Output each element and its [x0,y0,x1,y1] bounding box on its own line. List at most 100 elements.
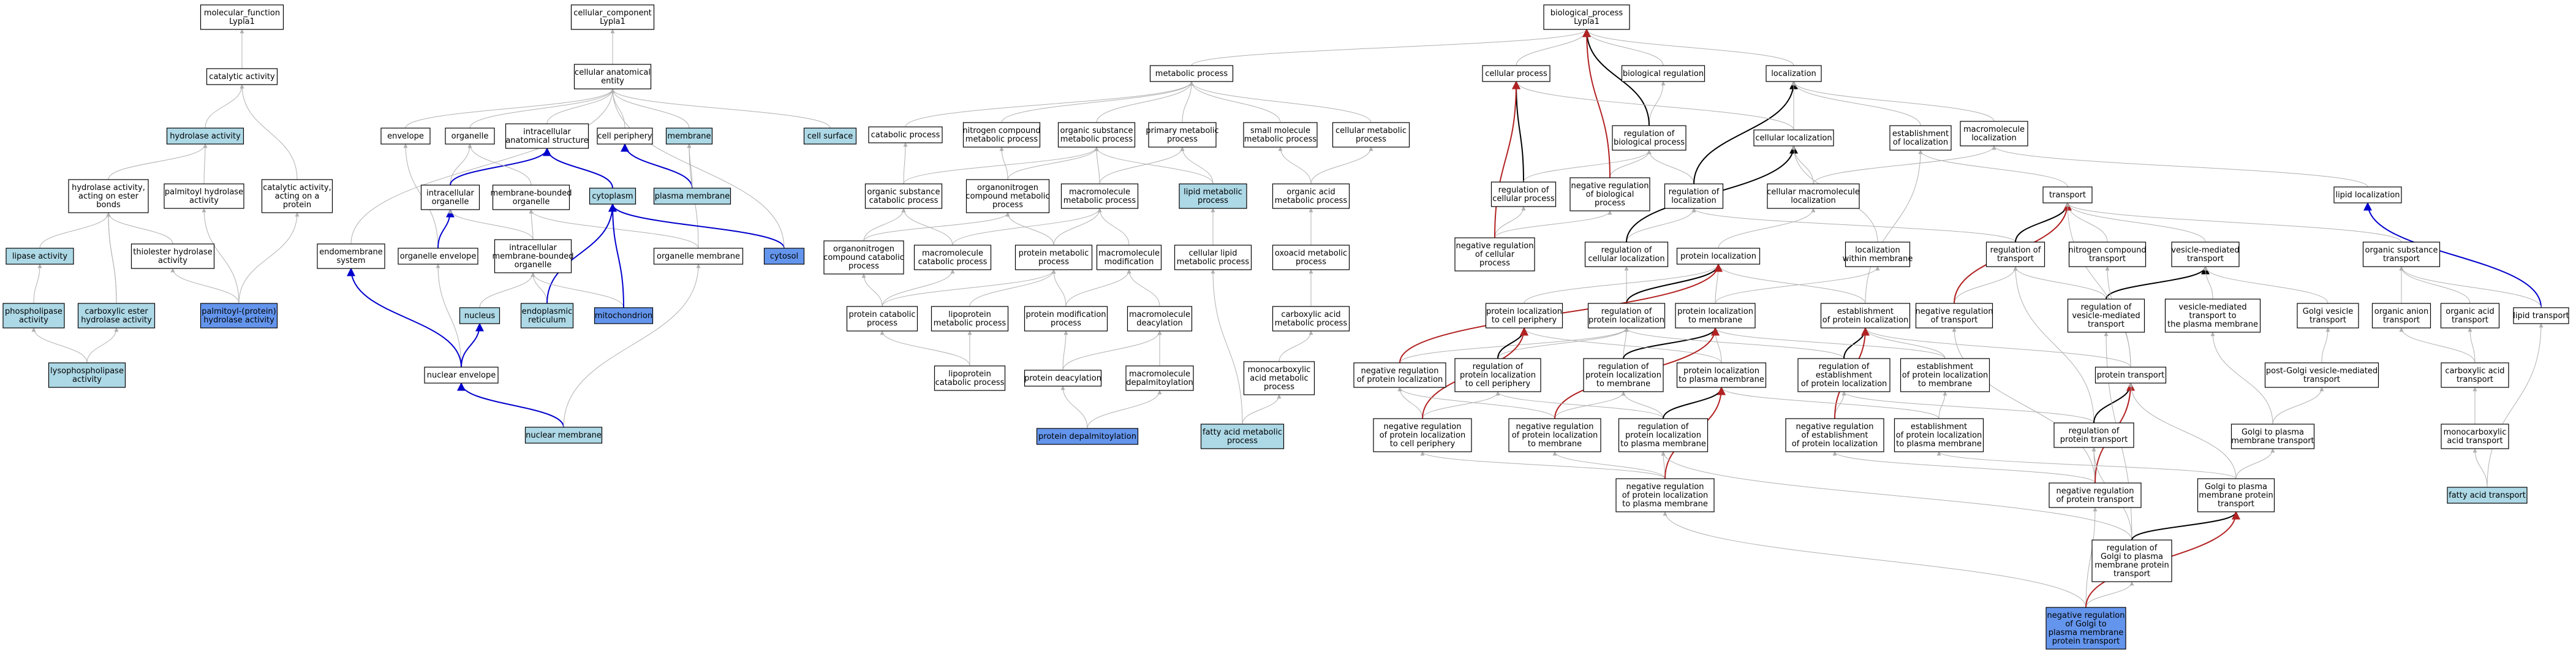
term-node-prot-loc[interactable]: protein localization [1676,248,1761,265]
term-node-prot-transport[interactable]: protein transport [2094,367,2167,384]
term-node-bio-reg[interactable]: biological regulation [1621,65,1705,82]
term-node-cell-periphery[interactable]: cell periphery [597,127,653,145]
term-node-transport[interactable]: transport [2042,186,2093,203]
term-node-nuc-mem[interactable]: nuclear membrane [524,427,603,444]
term-node-mito[interactable]: mitochondrion [594,307,654,324]
term-node-nuc-env[interactable]: nuclear envelope [424,367,499,384]
term-node-prot-deacyl[interactable]: protein deacylation [1024,370,1102,387]
term-node-palm-prot-hyd[interactable]: palmitoyl-(protein)hydrolase activity [200,303,278,329]
term-node-cell-surface[interactable]: cell surface [803,127,857,145]
term-node-localization[interactable]: localization [1766,65,1822,82]
term-node-catabolic[interactable]: catabolic process [868,126,943,143]
term-node-membrane[interactable]: membrane [665,127,713,145]
term-node-prot-depalm[interactable]: protein depalmitoylation [1036,428,1139,445]
term-node-organelle[interactable]: organelle [445,127,495,145]
term-node-plasma-membrane[interactable]: plasma membrane [653,188,731,205]
term-node-cell-loc[interactable]: cellular localization [1753,129,1834,146]
term-node-catalytic[interactable]: catalytic activity [206,68,278,85]
term-node-org-membrane[interactable]: organelle membrane [653,248,744,265]
term-node-fa-transport[interactable]: fatty acid transport [2447,487,2528,504]
term-node-lipase[interactable]: lipase activity [6,248,74,265]
term-node-lipid-loc[interactable]: lipid localization [2333,186,2402,203]
term-node-lipid-transport[interactable]: lipid transport [2513,307,2569,324]
term-node-cytoplasm[interactable]: cytoplasm [589,188,636,205]
term-node-org-envelope[interactable]: organelle envelope [398,248,478,265]
term-node-cell-proc[interactable]: cellular process [1482,65,1551,82]
